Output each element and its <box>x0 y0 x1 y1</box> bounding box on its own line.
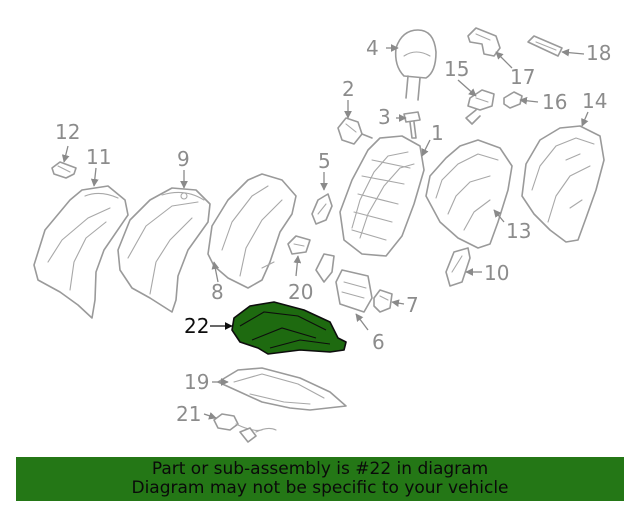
seat-parts-diagram: 12 11 9 8 4 2 3 1 5 15 17 18 16 14 13 10… <box>33 27 611 443</box>
part-7-bracket[interactable] <box>373 289 393 313</box>
part-5-cover[interactable] <box>311 193 333 225</box>
part-21-wiring-harness[interactable] <box>213 413 277 443</box>
callout-18: 18 <box>586 41 611 65</box>
callout-17: 17 <box>510 65 535 89</box>
callout-13: 13 <box>506 219 531 243</box>
notice-line-2: Diagram may not be specific to your vehi… <box>131 478 509 498</box>
leader-lines <box>61 44 589 420</box>
callout-12: 12 <box>55 120 80 144</box>
notice-banner: Part or sub-assembly is #22 in diagram D… <box>16 457 624 501</box>
part-9-backrest-pad[interactable] <box>117 187 211 313</box>
callout-7: 7 <box>406 293 419 317</box>
callout-2: 2 <box>342 77 355 101</box>
part-19-seat-base[interactable] <box>217 367 347 411</box>
callout-16: 16 <box>542 90 567 114</box>
part-17-clip[interactable] <box>467 27 501 57</box>
part-15-latch[interactable] <box>465 89 495 125</box>
part-12-clip[interactable] <box>51 161 77 179</box>
part-10-trim[interactable] <box>445 247 471 287</box>
callout-1: 1 <box>431 121 444 145</box>
callout-22-highlighted: 22 <box>184 314 209 338</box>
callout-9: 9 <box>177 147 190 171</box>
part-16-cap[interactable] <box>503 91 523 109</box>
callout-4: 4 <box>366 36 379 60</box>
callout-3: 3 <box>378 105 391 129</box>
callout-5: 5 <box>318 149 331 173</box>
part-13-back-panel[interactable] <box>425 139 513 249</box>
part-6-side-module[interactable] <box>315 253 373 313</box>
part-18-trim-strip[interactable] <box>527 35 563 57</box>
part-8-side-panel[interactable] <box>207 173 297 289</box>
part-3-bolt[interactable] <box>403 111 421 139</box>
callout-6: 6 <box>372 330 385 354</box>
callout-19: 19 <box>184 370 209 394</box>
callout-8: 8 <box>211 280 224 304</box>
part-20-plate[interactable] <box>287 235 311 255</box>
callout-14: 14 <box>582 89 607 113</box>
part-4-headrest[interactable] <box>394 29 437 101</box>
callout-11: 11 <box>86 145 111 169</box>
notice-line-1: Part or sub-assembly is #22 in diagram <box>151 459 489 479</box>
callout-21: 21 <box>176 402 201 426</box>
callout-15: 15 <box>444 57 469 81</box>
part-11-backrest-cover[interactable] <box>33 185 129 319</box>
callout-10: 10 <box>484 261 509 285</box>
callout-20: 20 <box>288 280 313 304</box>
part-14-rear-shell[interactable] <box>521 125 605 243</box>
part-22-seat-cushion[interactable] <box>231 301 347 355</box>
part-1-backrest-frame[interactable] <box>339 135 425 257</box>
part-2-bracket[interactable] <box>337 117 373 145</box>
callout-numbers: 12 11 9 8 4 2 3 1 5 15 17 18 16 14 13 10… <box>55 36 611 426</box>
